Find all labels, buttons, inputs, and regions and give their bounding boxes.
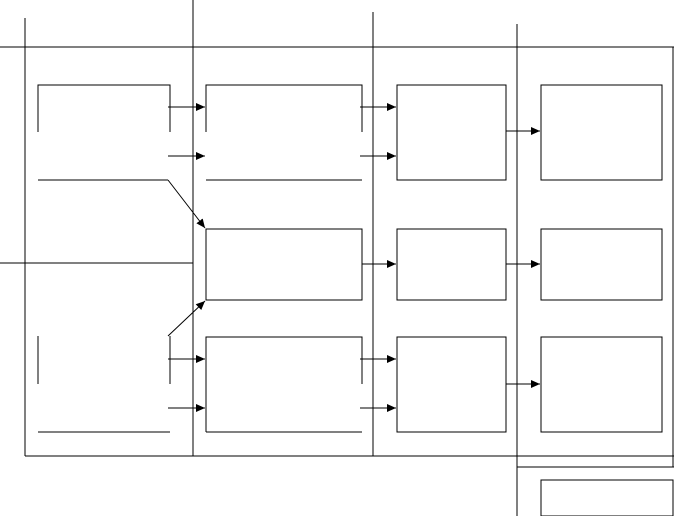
column-4-boxes [540,84,674,516]
bracket-col2-bottom [205,336,363,432]
arrows [167,103,540,412]
column-3-boxes [396,84,507,433]
box-col3-top [396,84,507,181]
column-2-shapes [205,84,363,433]
column-1-brackets [37,84,171,433]
arrow-c1-c2-diag-up [167,300,206,337]
arrow-c1-c2-diag-down [167,179,206,229]
box-col2-middle [205,228,363,301]
box-bottom-right [540,479,674,516]
bracket-col2-top [205,84,363,132]
box-col4-middle [540,228,663,301]
bracket-top-left [37,84,171,132]
box-col4-bottom [540,336,663,433]
box-col4-top [540,84,663,181]
box-col3-middle [396,228,507,301]
box-col3-bottom [396,336,507,433]
